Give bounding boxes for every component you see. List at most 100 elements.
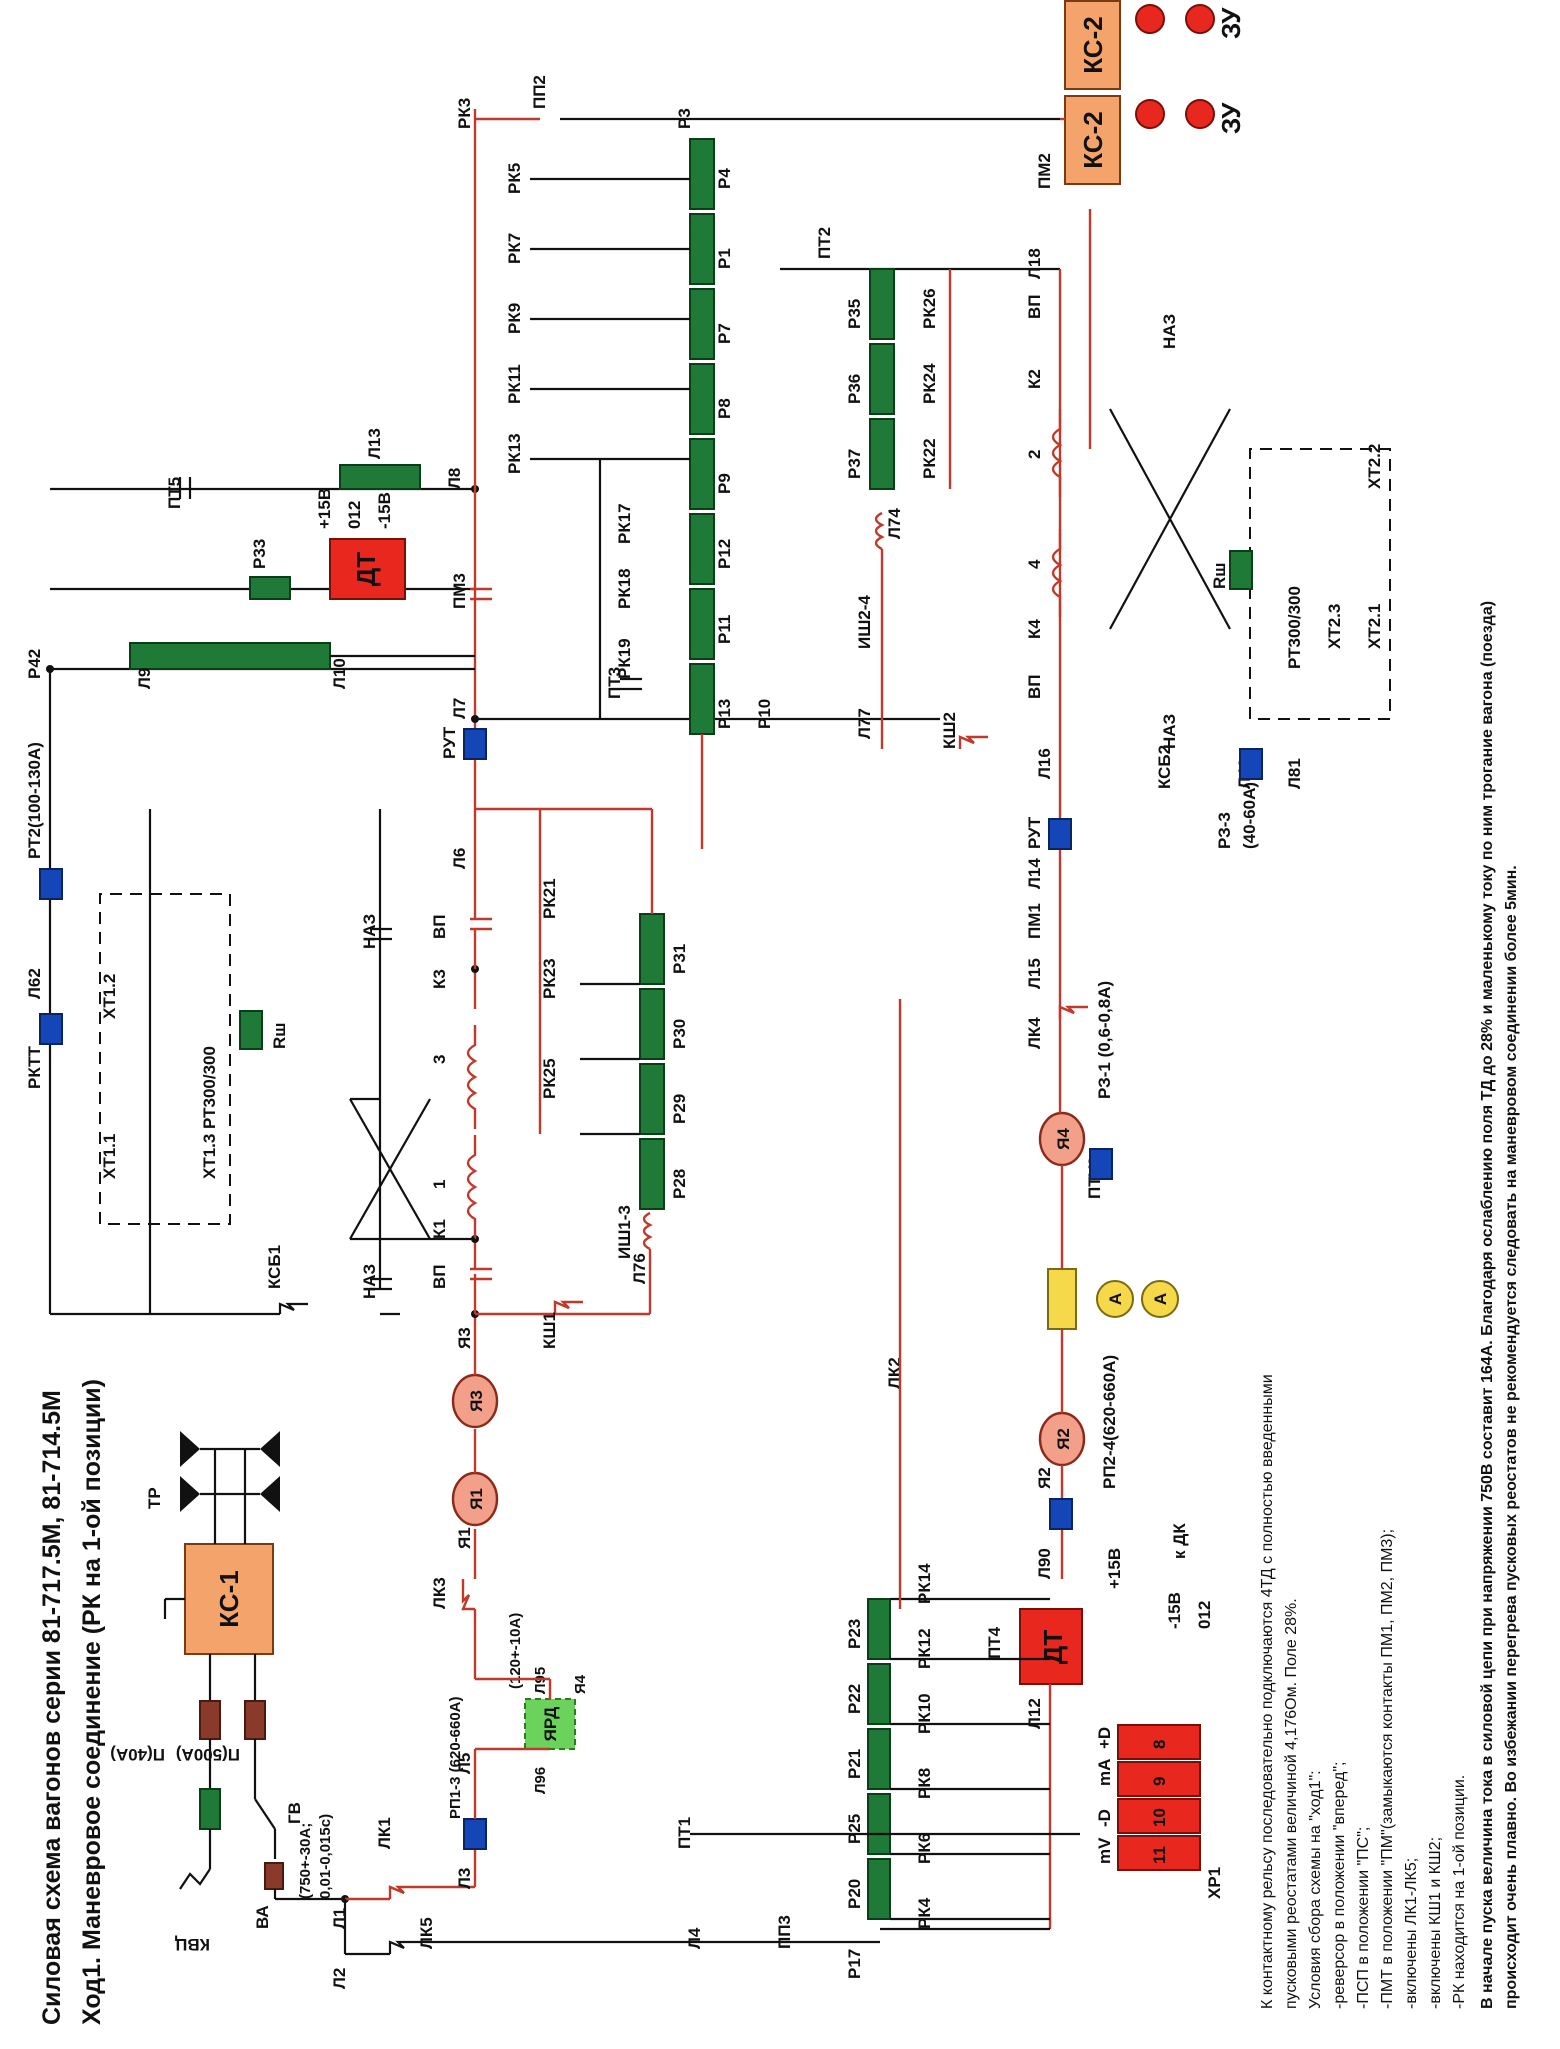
wire-l95-label: Л95 — [532, 1667, 549, 1694]
resistor-p4 — [689, 138, 715, 210]
resistor-p21 — [867, 1728, 891, 1790]
field-winding-2 — [1051, 409, 1063, 497]
schematic-subtitle: Ход1. Маневровое соединение (РК на 1-ой … — [78, 1379, 106, 2025]
ksh2-label: КШ2 — [940, 712, 959, 749]
va-spec-2: 0,01-0,015с) — [317, 1814, 334, 1899]
naz3-label: НАЗ — [1160, 314, 1179, 349]
ks1-block: КС-1 — [184, 1543, 274, 1655]
rk21-label: РК21 — [540, 878, 559, 919]
dt-012-label: 012 — [345, 501, 364, 529]
pt5-label: ПТ5 — [165, 477, 184, 509]
rk25-label: РК25 — [540, 1058, 559, 1099]
pt4-label: ПТ4 — [985, 1626, 1004, 1659]
p20-label: Р20 — [845, 1879, 864, 1909]
k2-label: К2 — [1025, 369, 1044, 389]
rk8-label: РК8 — [915, 1768, 934, 1799]
rz3-label: РЗ-3 — [1215, 812, 1234, 849]
reverser-vp3-label: ВП — [1025, 295, 1044, 320]
p37-label: Р37 — [845, 449, 864, 479]
note-line-2: пусковыми реостатами величиной 4,176Ом. … — [1283, 1598, 1300, 2009]
wire-l8-label: Л8 — [445, 468, 464, 489]
p17-label: Р17 — [845, 1949, 864, 1979]
xp1-mv: mV — [1095, 1837, 1114, 1864]
motor-ya2-label: Я2 — [1054, 1428, 1073, 1450]
note-line-10: В начале пуска величина тока в силовой ц… — [1479, 601, 1496, 2009]
xt13-label: ХТ1.3 — [200, 1134, 219, 1179]
wire-l62-label: Л62 — [25, 968, 44, 999]
rk10-label: РК10 — [915, 1693, 934, 1734]
rk23-label: РК23 — [540, 958, 559, 999]
zu-lamp-a2 — [1185, 4, 1215, 34]
kvts-label: КВЦ — [174, 1935, 210, 1954]
naz4-label: НАЗ — [1160, 714, 1179, 749]
wire-ya3-label: Я3 — [455, 1327, 474, 1349]
lk5-contact — [388, 1940, 420, 1954]
resistor-l9-l10 — [129, 642, 331, 670]
rk13-label: РК13 — [505, 433, 524, 474]
lk1-contact — [388, 1885, 420, 1899]
resistor-p28 — [639, 1138, 665, 1210]
current-shunt — [1047, 1268, 1077, 1330]
resistor-p13 — [689, 663, 715, 735]
rz1-relay — [1089, 1148, 1113, 1180]
p4-label: Р4 — [715, 168, 734, 189]
wire-l13-label: Л13 — [365, 428, 384, 459]
zu-lamp-a1 — [1135, 4, 1165, 34]
wire-l14-label: Л14 — [1025, 858, 1044, 889]
wire-l2-label: Л2 — [330, 1968, 349, 1989]
p21-label: Р21 — [845, 1749, 864, 1779]
xp1-pin-8: 8 — [1150, 1740, 1169, 1749]
motor-ya4-label: Я4 — [1054, 1128, 1073, 1150]
p25-label: Р25 — [845, 1814, 864, 1844]
p22-label: Р22 — [845, 1684, 864, 1714]
p31-label: Р31 — [670, 944, 689, 974]
xp1-minus-d: -D — [1095, 1809, 1114, 1827]
ks2-block-a: КС-2 — [1064, 0, 1121, 90]
xt22-label: ХТ2.2 — [1365, 444, 1384, 489]
naz2-label: НАЗ — [360, 914, 379, 949]
lk3-label: ЛК3 — [430, 1577, 449, 1609]
rut1-label: РУТ — [440, 726, 459, 759]
note-line-8: -включены КШ1 и КШ2; — [1427, 1837, 1444, 2009]
p9-label: Р9 — [715, 473, 734, 494]
xt23-label: ХТ2.3 — [1325, 604, 1344, 649]
ammeter-2 — [1141, 1280, 1179, 1318]
p28-label: Р28 — [670, 1169, 689, 1199]
xp1-ma: mA — [1095, 1759, 1114, 1786]
rk12-label: РК12 — [915, 1628, 934, 1669]
xp1-pin-11: 11 — [1150, 1846, 1169, 1864]
reverser-vp4-label: ВП — [1025, 675, 1044, 700]
rk3-label: РК3 — [455, 98, 474, 129]
field-2-label: 2 — [1025, 450, 1044, 459]
resistor-p7 — [689, 288, 715, 360]
fuse-40a-label: П(40А) — [110, 1745, 165, 1764]
resistor-p11 — [689, 588, 715, 660]
ksh1-contact — [553, 1300, 583, 1314]
rp1-3-relay — [463, 1818, 487, 1850]
rktt-relay — [39, 1013, 63, 1045]
resistor-p9 — [689, 438, 715, 510]
ammeter-1 — [1096, 1280, 1134, 1318]
dt2-minus15-label: -15В — [1165, 1592, 1184, 1629]
rk19-label: РК19 — [615, 638, 634, 679]
ish1-3-label: ИШ1-3 — [615, 1205, 634, 1259]
note-line-7: -включены ЛК1-ЛК5; — [1403, 1858, 1420, 2009]
tr-label: ТР — [145, 1487, 164, 1509]
resistor-p22 — [867, 1663, 891, 1725]
resistor-p23 — [867, 1598, 891, 1660]
ish2-4-winding — [874, 511, 885, 551]
note-line-3: Условия сбора схемы на "ход1": — [1307, 1770, 1324, 2009]
motor-ya3-label: Я3 — [467, 1390, 486, 1412]
motor-ya1-label: Я1 — [467, 1488, 486, 1510]
note-line-9: -РК находится на 1-ой позиции. — [1451, 1775, 1468, 2009]
wire-l4-label: Л4 — [685, 1927, 704, 1949]
xp1-connector — [1117, 1724, 1201, 1871]
p10-label: Р10 — [755, 699, 774, 729]
schematic-title: Силовая схема вагонов серии 81-717.5М, 8… — [38, 1390, 66, 2025]
ish1-3-winding — [642, 1211, 653, 1251]
naz1-label: НАЗ — [360, 1264, 379, 1299]
p35-label: Р35 — [845, 299, 864, 329]
